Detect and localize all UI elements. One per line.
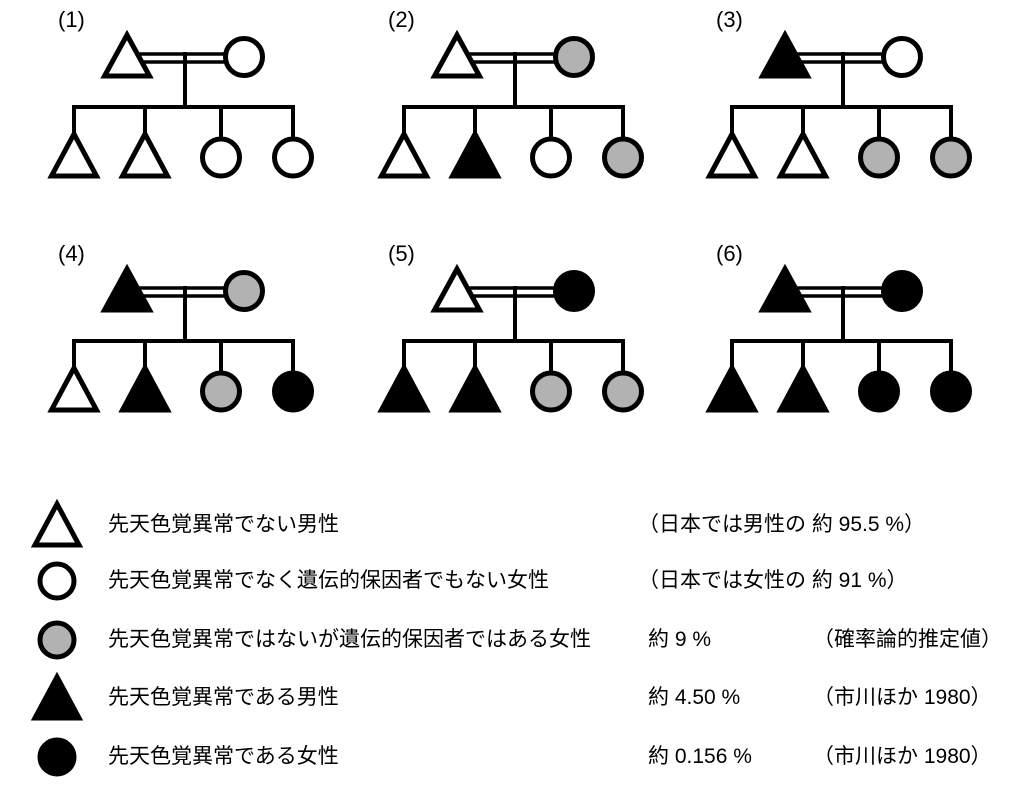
legend-note: （市川ほか 1980） (813, 745, 992, 768)
mother-symbol (881, 36, 923, 78)
legend-male-affected-shape (30, 672, 84, 721)
child-symbol-2 (118, 362, 172, 413)
child-symbol-4 (602, 136, 644, 179)
pedigree-2: (2) (377, 7, 644, 179)
pedigree-label: (4) (58, 241, 85, 266)
child-symbol-3 (858, 370, 900, 413)
child-symbol-4 (930, 136, 972, 179)
unaffected-male-symbol (29, 499, 85, 551)
legend-row-affected-male: 先天色覚異常である男性 約 4.50 % （市川ほか 1980） (0, 672, 1023, 724)
affected-female-symbol (29, 731, 85, 783)
mother-symbol (223, 270, 265, 312)
legend-row-affected-female: 先天色覚異常である女性 約 0.156 % （市川ほか 1980） (0, 731, 1023, 783)
pedigree-diagrams: (1) (2) (3) (4) (5) (6) (47, 7, 972, 413)
male-affected-icon (30, 672, 84, 721)
female-carrier-icon (37, 620, 77, 660)
child-symbol-2 (448, 362, 502, 413)
father-symbol (758, 263, 812, 313)
legend-female-carrier-shape (37, 620, 77, 660)
pedigree-3: (3) (705, 7, 972, 179)
legend-female-unaffected-shape (37, 561, 77, 601)
father-symbol (430, 263, 484, 313)
legend-note: （日本では女性の 約 91 %） (638, 569, 908, 592)
legend-note: （市川ほか 1980） (813, 686, 992, 709)
child-symbol-3 (530, 370, 572, 413)
legend-description: 先天色覚異常でなく遺伝的保因者でもない女性 (108, 569, 549, 592)
child-symbol-1 (377, 362, 431, 413)
legend-row-carrier-female: 先天色覚異常ではないが遺伝的保因者ではある女性 約 9 % （確率論的推定値） (0, 614, 1023, 666)
legend-percent: 約 9 % (648, 628, 712, 651)
pedigree-label: (5) (388, 241, 415, 266)
child-symbol-1 (47, 362, 101, 413)
male-unaffected-icon (30, 499, 84, 548)
legend-description: 先天色覚異常である男性 (108, 686, 339, 709)
child-symbol-3 (858, 136, 900, 179)
child-symbol-4 (272, 370, 314, 413)
female-affected-icon (37, 737, 77, 777)
child-symbol-1 (705, 362, 759, 413)
child-symbol-4 (930, 370, 972, 413)
legend-female-affected-shape (37, 737, 77, 777)
legend-description: 先天色覚異常ではないが遺伝的保因者ではある女性 (108, 628, 591, 651)
father-symbol (430, 29, 484, 79)
child-symbol-3 (530, 136, 572, 179)
carrier-female-symbol (29, 614, 85, 666)
legend-percent: 約 4.50 % (648, 686, 741, 709)
legend-percent: 約 0.156 % (648, 745, 752, 768)
child-symbol-4 (602, 370, 644, 413)
legend-description: 先天色覚異常でない男性 (108, 513, 339, 536)
legend-note: （確率論的推定値） (813, 628, 1002, 651)
child-symbol-3 (200, 370, 242, 413)
mother-symbol (881, 270, 923, 312)
child-symbol-1 (47, 128, 101, 179)
child-symbol-4 (272, 136, 314, 179)
pedigree-4: (4) (47, 241, 314, 413)
child-symbol-2 (776, 128, 830, 179)
mother-symbol (553, 36, 595, 78)
legend-row-unaffected-female: 先天色覚異常でなく遺伝的保因者でもない女性 （日本では女性の 約 91 %） (0, 555, 1023, 607)
child-symbol-3 (200, 136, 242, 179)
pedigree-label: (3) (716, 7, 743, 32)
child-symbol-1 (705, 128, 759, 179)
pedigree-label: (6) (716, 241, 743, 266)
pedigree-5: (5) (377, 241, 644, 413)
pedigree-label: (1) (58, 7, 85, 32)
mother-symbol (223, 36, 265, 78)
child-symbol-2 (118, 128, 172, 179)
legend-note: （日本では男性の 約 95.5 %） (638, 513, 926, 536)
legend-male-unaffected-shape (30, 499, 84, 548)
father-symbol (100, 29, 154, 79)
affected-male-symbol (29, 672, 85, 724)
unaffected-noncarrier-female-symbol (29, 555, 85, 607)
child-symbol-2 (448, 128, 502, 179)
legend-description: 先天色覚異常である女性 (108, 745, 339, 768)
female-unaffected-icon (37, 561, 77, 601)
pedigree-1: (1) (47, 7, 314, 179)
mother-symbol (553, 270, 595, 312)
legend-row-unaffected-male: 先天色覚異常でない男性 （日本では男性の 約 95.5 %） (0, 499, 1023, 551)
pedigree-label: (2) (388, 7, 415, 32)
father-symbol (758, 29, 812, 79)
pedigree-6: (6) (705, 241, 972, 413)
child-symbol-2 (776, 362, 830, 413)
father-symbol (100, 263, 154, 313)
child-symbol-1 (377, 128, 431, 179)
